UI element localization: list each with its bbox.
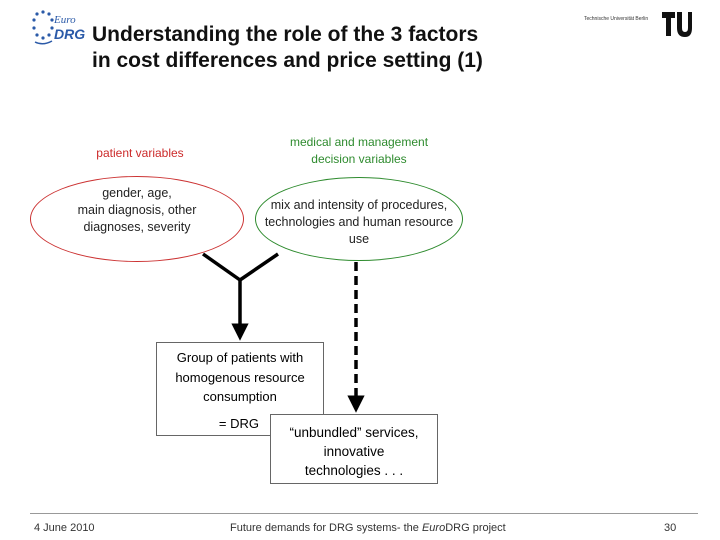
title-line-2: in cost differences and price setting (1…: [92, 49, 483, 72]
patient-variables-label: patient variables: [96, 146, 184, 160]
unbundled-box-line: technologies . . .: [304, 463, 404, 478]
medical-variables-label: medical and management decision variable…: [270, 134, 448, 168]
group-box-line: consumption: [203, 389, 277, 404]
unbundled-box-line: “unbundled” services,: [289, 425, 419, 440]
merge-connector: [201, 252, 279, 341]
patient-ellipse-line: diagnoses, severity: [83, 220, 191, 234]
medical-variables-ellipse: mix and intensity of procedures, technol…: [255, 177, 463, 261]
eurodrg-logo: Euro DRG: [30, 8, 88, 48]
patient-ellipse-text: gender, age, main diagnosis, other diagn…: [31, 185, 243, 236]
drg-group-box: Group of patients with homogenous resour…: [156, 342, 324, 436]
medical-label-line-2: decision variables: [311, 152, 407, 166]
unbundled-services-box: “unbundled” services, innovative technol…: [270, 414, 438, 484]
page-title: Understanding the role of the 3 factors …: [92, 22, 483, 74]
footer-project-title: Future demands for DRG systems- the Euro…: [230, 522, 506, 534]
university-name: Technische Universität Berlin: [584, 16, 649, 22]
logo-euro-text: Euro: [54, 14, 76, 26]
medical-ellipse-line: mix and intensity of procedures,: [270, 198, 448, 212]
medical-ellipse-line: technologies and human resource: [264, 215, 454, 229]
footer-divider: [30, 513, 698, 514]
unbundled-box-line: innovative: [323, 444, 385, 459]
patient-variables-ellipse: gender, age, main diagnosis, other diagn…: [30, 176, 244, 262]
unbundled-box-text: “unbundled” services, innovative technol…: [271, 423, 437, 480]
page-number: 30: [664, 522, 677, 534]
group-box-line: homogenous resource: [175, 369, 305, 385]
logo-drg-text: DRG: [54, 26, 86, 42]
group-box-text: Group of patients with homogenous resour…: [157, 348, 323, 407]
footer-title-italic: Euro: [421, 522, 446, 534]
footer-date: 4 June 2010: [34, 522, 95, 534]
medical-ellipse-line: use: [348, 232, 370, 246]
patient-ellipse-line: main diagnosis, other: [77, 203, 197, 217]
group-box-line: Group of patients with: [176, 350, 304, 365]
eu-stars-icon: [32, 10, 54, 45]
patient-ellipse-line: gender, age,: [102, 186, 172, 200]
medical-label-line-1: medical and management: [289, 135, 429, 149]
footer-title-prefix: Future demands for DRG systems- the: [230, 522, 422, 534]
tu-berlin-logo-icon: [662, 12, 692, 37]
drg-label: = DRG: [218, 416, 259, 431]
footer-title-suffix: DRG project: [445, 522, 506, 534]
medical-ellipse-text: mix and intensity of procedures, technol…: [256, 197, 462, 248]
title-line-1: Understanding the role of the 3 factors: [92, 23, 479, 46]
